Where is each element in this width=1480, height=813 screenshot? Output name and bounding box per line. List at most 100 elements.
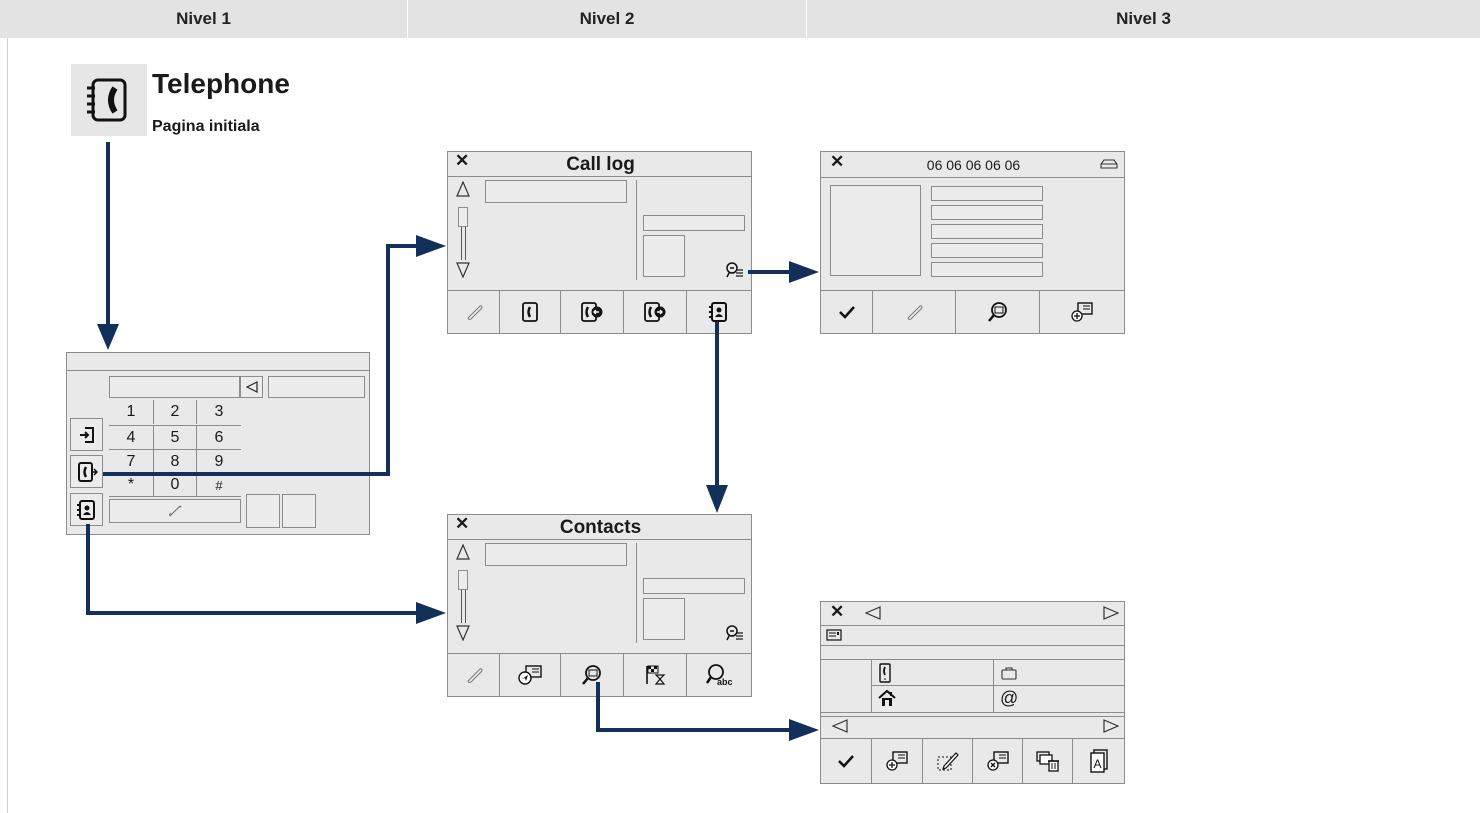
keypad-screen: 1 2 3 4 5 6 7 8 9 * 0 # [66,352,370,535]
key-5[interactable]: 5 [153,425,197,449]
add-contact-button[interactable] [872,739,923,783]
outgoing-calls-icon [644,302,666,322]
number-display [109,376,240,398]
contact-card-screen: ✕ @ A [820,601,1125,784]
key-2[interactable]: 2 [153,400,197,424]
delete-all-icon [1035,751,1059,772]
mobile-icon [879,663,891,683]
contact-field-3 [931,224,1043,239]
check-icon [838,306,855,319]
car-icon [1100,159,1118,169]
search-abc-button[interactable]: abc [687,654,751,696]
arrowhead-right-calllog [416,235,446,257]
column-header-level-1: Nivel 1 [0,0,408,38]
column-header-label: Nivel 1 [176,9,231,28]
call-log-screen: ✕ Call log [447,151,752,334]
arrowhead-down-keypad [97,324,119,350]
search-abc-icon: abc [705,664,733,687]
scroll-up-icon[interactable] [456,181,470,197]
svg-text:A: A [1093,757,1101,771]
incoming-calls-icon [581,302,603,322]
backspace-button[interactable] [240,376,263,398]
key-4[interactable]: 4 [109,425,153,449]
search-contact-icon [987,302,1007,322]
key-star[interactable]: * [109,473,153,497]
call-log-image-box [643,235,685,277]
details-icon[interactable] [726,262,744,278]
next-icon[interactable] [1103,606,1119,620]
home-icon [878,689,896,706]
call-button[interactable] [109,499,241,523]
key-1[interactable]: 1 [126,403,136,420]
key-6[interactable]: 6 [197,425,241,449]
option-box-1[interactable] [246,494,280,528]
call-log-icon [77,461,98,482]
arrow-contacts-to-level2 [86,524,424,615]
phone-icon [522,302,538,322]
svg-text:abc: abc [717,677,733,687]
add-contact-button[interactable] [1040,291,1124,333]
column-header-level-2: Nivel 2 [408,0,807,38]
contacts-screen: ✕ Contacts abc [447,514,752,697]
outgoing-calls-button[interactable] [624,291,687,333]
prev-icon[interactable] [832,719,848,733]
search-contact-button[interactable] [561,654,624,696]
scroll-down-icon[interactable] [456,625,470,641]
edit-button[interactable] [923,739,973,783]
call-button[interactable] [448,291,500,333]
key-8[interactable]: 8 [153,449,197,473]
key-0[interactable]: 0 [153,473,197,497]
phone-button[interactable] [500,291,561,333]
close-icon[interactable]: ✕ [830,152,845,171]
handset-icon [466,305,483,320]
call-log-search-field[interactable] [485,180,627,203]
scroll-down-icon[interactable] [456,262,470,278]
column-header-label: Nivel 3 [1116,9,1171,28]
delete-contact-icon [986,751,1009,771]
details-icon[interactable] [726,625,744,641]
call-log-button[interactable] [70,455,103,488]
column-header-level-3: Nivel 3 [807,0,1480,38]
close-icon[interactable]: ✕ [830,602,845,621]
check-icon [838,755,854,768]
call-button[interactable] [448,654,500,696]
key-7[interactable]: 7 [109,449,153,473]
key-3[interactable]: 3 [214,403,224,420]
prev-icon[interactable] [865,606,881,620]
key-hash[interactable]: # [197,473,241,497]
call-button[interactable] [873,291,956,333]
contact-field-2 [931,205,1043,220]
scroll-up-icon[interactable] [456,544,470,560]
checkered-flag-button[interactable] [624,654,687,696]
arrowhead-right-card [789,719,819,741]
call-log-title: Call log [566,154,635,175]
confirm-button[interactable] [821,291,873,333]
column-header-label: Nivel 2 [579,9,635,28]
secondary-display [268,376,365,398]
key-9[interactable]: 9 [197,449,241,473]
delete-all-button[interactable] [1023,739,1073,783]
contacts-search-field[interactable] [485,543,627,566]
add-contact-icon [1071,302,1093,322]
email-icon: @ [1000,688,1019,708]
navigate-contact-button[interactable] [500,654,561,696]
search-contact-button[interactable] [956,291,1040,333]
handset-icon [907,305,923,320]
contacts-book-button[interactable] [687,291,751,333]
contacts-button[interactable] [70,493,103,526]
close-icon[interactable]: ✕ [455,514,470,533]
edit-icon [937,752,959,771]
close-icon[interactable]: ✕ [455,151,470,170]
delete-contact-button[interactable] [973,739,1023,783]
scroll-thumb[interactable] [458,570,468,590]
left-border [7,38,8,813]
exit-button[interactable] [70,418,103,451]
scroll-thumb[interactable] [458,207,468,227]
contacts-image-box [643,598,685,640]
next-icon[interactable] [1103,719,1119,733]
option-box-2[interactable] [282,494,316,528]
address-book-button[interactable]: A [1073,739,1124,783]
checkered-flag-icon [646,665,666,685]
confirm-button[interactable] [821,739,872,783]
incoming-calls-button[interactable] [561,291,624,333]
